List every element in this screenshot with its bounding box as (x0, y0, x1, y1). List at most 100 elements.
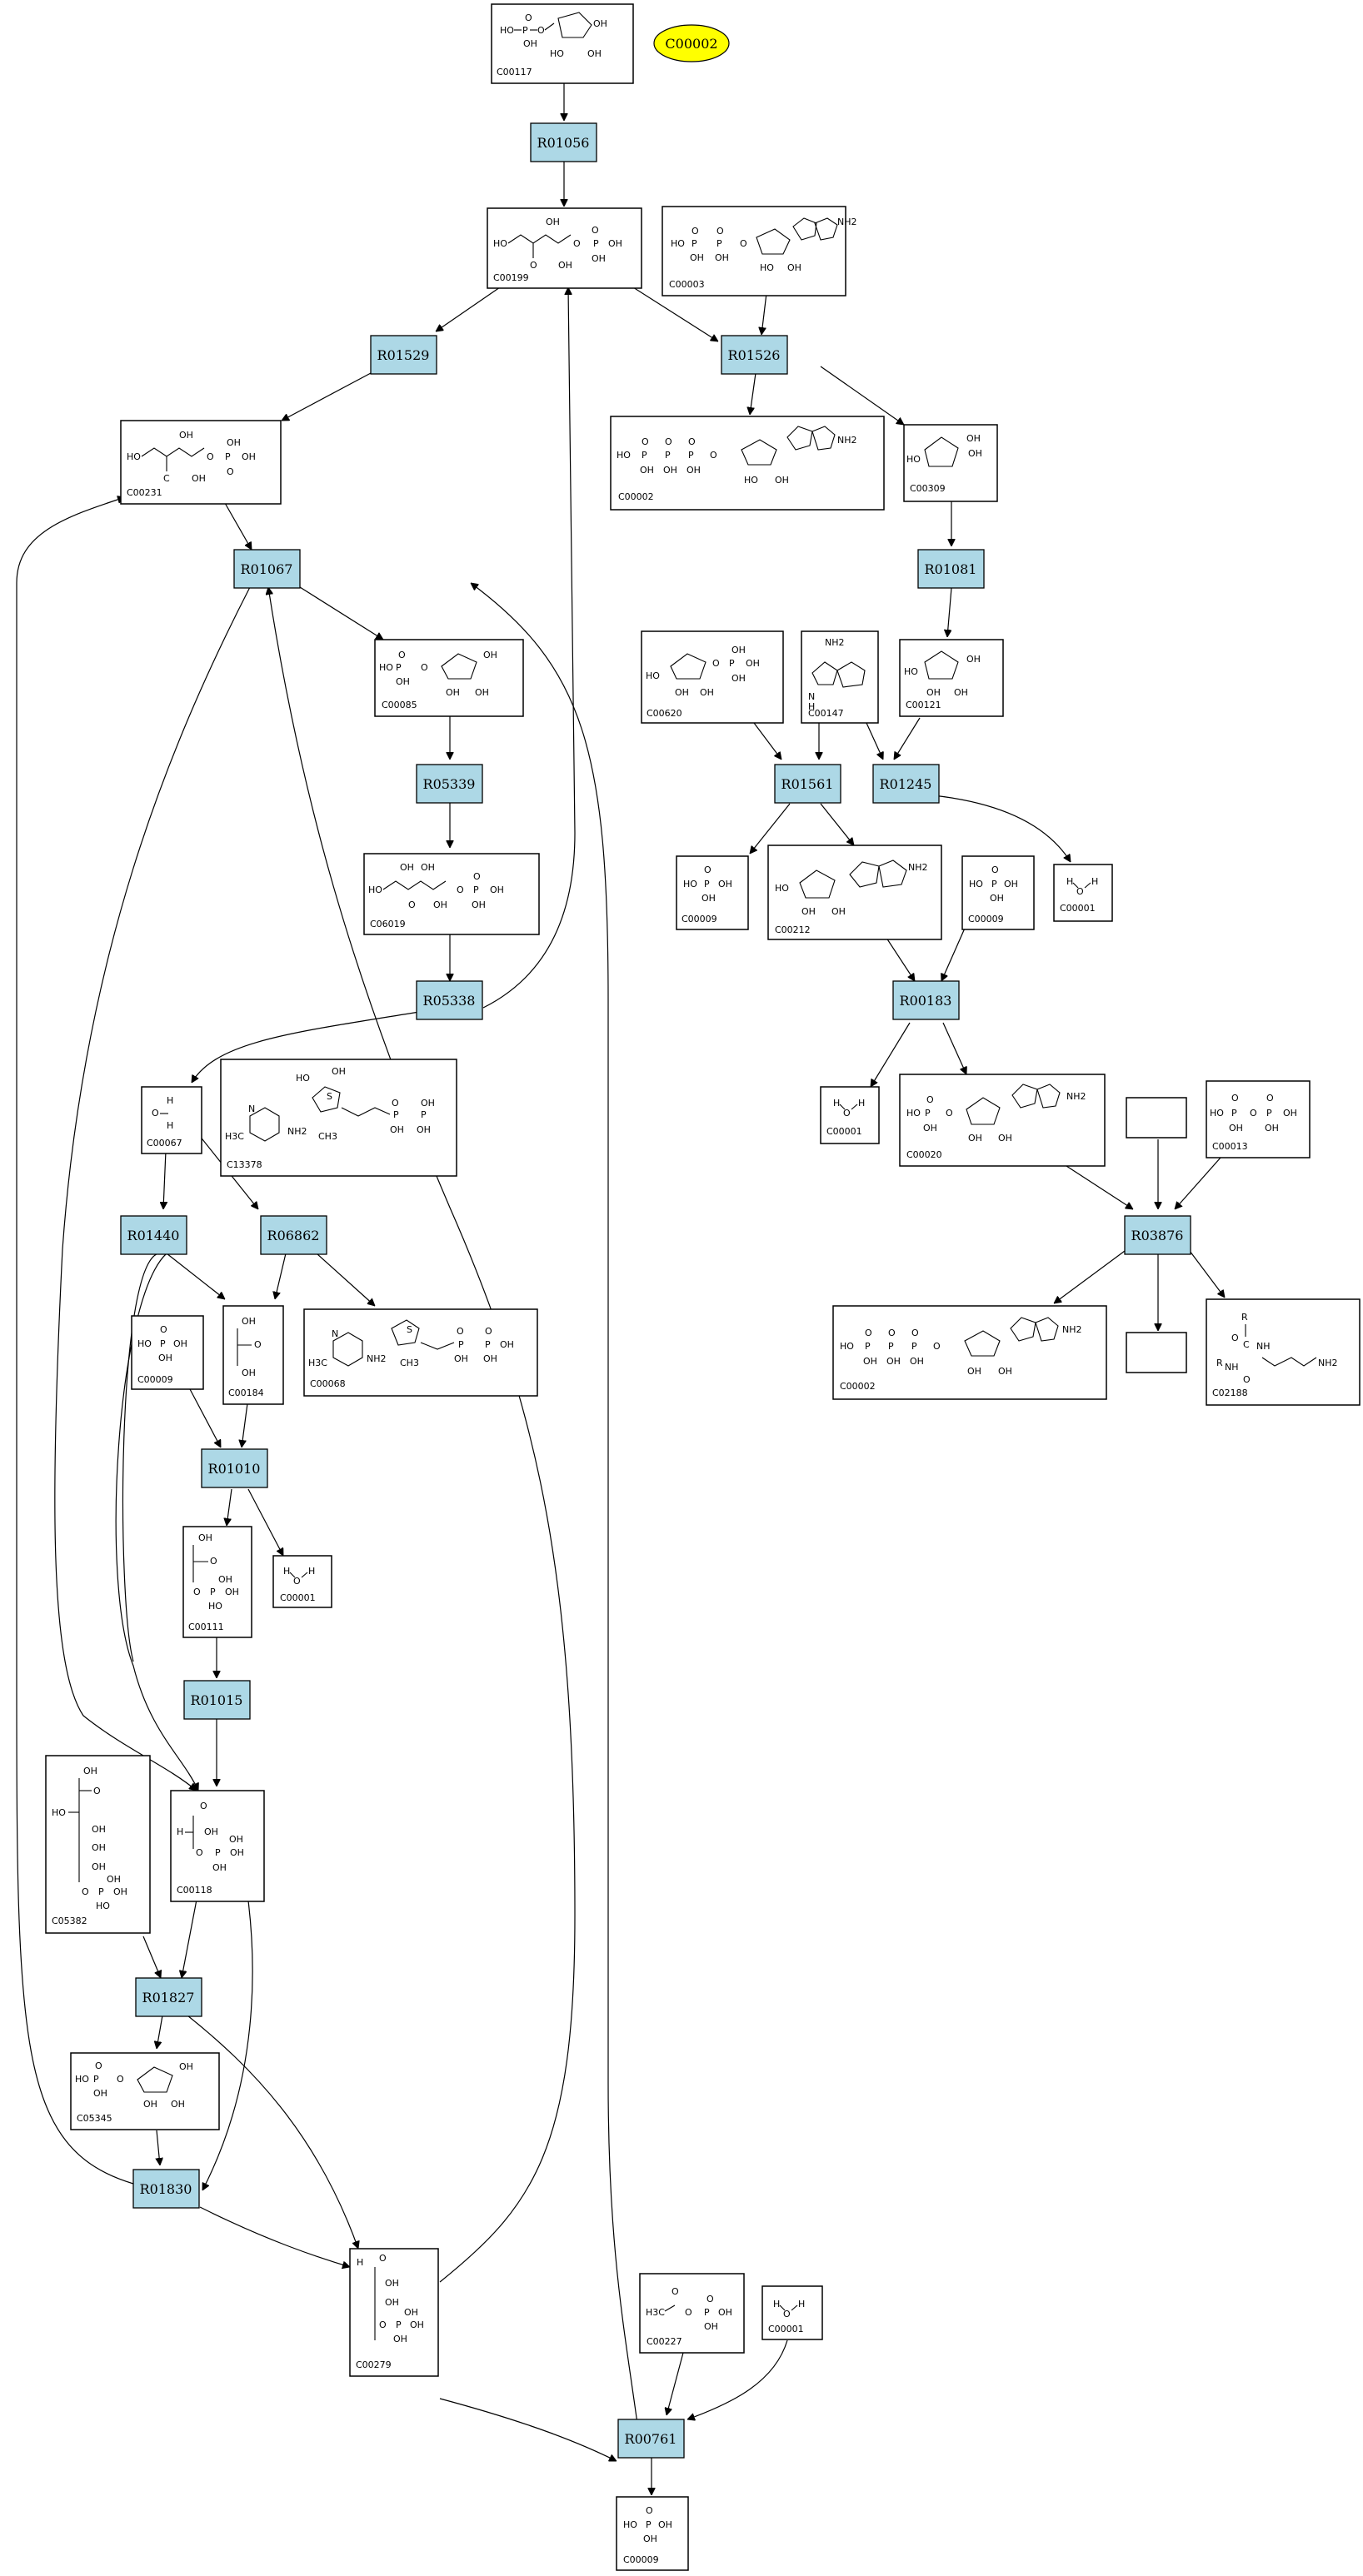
svg-text:O: O (926, 1094, 934, 1105)
svg-text:H: H (167, 1120, 173, 1131)
svg-text:H3C: H3C (646, 2307, 665, 2318)
reaction-R01529[interactable]: R01529 (370, 335, 437, 375)
map-tag[interactable]: C00002 (653, 24, 730, 62)
reaction-R01561[interactable]: R01561 (774, 764, 841, 804)
svg-text:O: O (525, 12, 532, 23)
svg-text:O: O (152, 1108, 159, 1119)
empty-node-upper[interactable] (1126, 1097, 1187, 1139)
structure-C00001b: HO H (833, 1098, 865, 1119)
svg-text:O: O (193, 1587, 201, 1597)
compound-C00001-water[interactable]: HO H C00001 (820, 1086, 880, 1144)
reaction-R05338[interactable]: R05338 (416, 980, 483, 1020)
reaction-R01056[interactable]: R01056 (530, 122, 597, 162)
reaction-R06862[interactable]: R06862 (260, 1215, 327, 1255)
reaction-R01010[interactable]: R01010 (201, 1448, 268, 1488)
svg-text:P: P (1266, 1108, 1272, 1119)
svg-text:O: O (888, 1328, 896, 1338)
reaction-R01830[interactable]: R01830 (132, 2169, 200, 2209)
reaction-R01440[interactable]: R01440 (120, 1215, 187, 1255)
svg-text:OH: OH (775, 475, 789, 486)
svg-text:O: O (1231, 1333, 1239, 1343)
compound-C00184[interactable]: OH O OH C00184 (222, 1305, 284, 1405)
empty-node-lower[interactable] (1126, 1332, 1187, 1373)
reaction-R01015[interactable]: R01015 (183, 1680, 251, 1720)
compound-C00001-water[interactable]: HO H C00001 (272, 1555, 332, 1608)
svg-text:OH: OH (801, 906, 816, 917)
reaction-R01067[interactable]: R01067 (233, 549, 301, 589)
reaction-R01245[interactable]: R01245 (872, 764, 940, 804)
svg-text:OH: OH (242, 1316, 256, 1327)
svg-text:HO: HO (96, 1901, 110, 1911)
reaction-R00761[interactable]: R00761 (617, 2419, 685, 2459)
svg-text:C00121: C00121 (906, 700, 941, 710)
svg-text:OH: OH (242, 1368, 256, 1378)
compound-C00067[interactable]: HO H C00067 (141, 1086, 202, 1154)
svg-text:H: H (773, 2299, 780, 2309)
reaction-R03876[interactable]: R03876 (1124, 1215, 1191, 1255)
svg-text:OH: OH (926, 687, 941, 698)
compound-C00147[interactable]: NH2 NH C00147 (801, 630, 879, 724)
svg-text:S: S (407, 1324, 412, 1335)
svg-text:OH: OH (718, 2307, 732, 2318)
reaction-R00183[interactable]: R00183 (892, 980, 960, 1020)
reaction-R01526[interactable]: R01526 (721, 335, 788, 375)
compound-C00001-water[interactable]: HO H C00001 (761, 2285, 823, 2340)
svg-text:OH: OH (83, 1766, 97, 1776)
reaction-R01827[interactable]: R01827 (135, 1977, 202, 2017)
svg-text:OH: OH (558, 260, 572, 271)
svg-text:C00003: C00003 (669, 279, 705, 290)
svg-text:O: O (911, 1328, 919, 1338)
svg-text:P: P (704, 879, 710, 889)
svg-text:H: H (1091, 876, 1098, 887)
svg-text:OH: OH (886, 1356, 901, 1367)
svg-text:OH: OH (204, 1826, 218, 1837)
svg-text:P: P (225, 451, 231, 462)
compound-C00001-water[interactable]: HO H C00001 (1053, 864, 1113, 922)
svg-text:OH: OH (1265, 1123, 1279, 1134)
svg-text:OH: OH (171, 2099, 185, 2110)
svg-text:R00183: R00183 (900, 993, 952, 1009)
svg-text:R01067: R01067 (241, 561, 293, 577)
svg-text:OH: OH (968, 1133, 982, 1144)
svg-text:O: O (665, 436, 672, 447)
svg-text:O: O (457, 884, 464, 895)
structure-C00184: OH O OH (237, 1316, 262, 1378)
svg-text:NH2: NH2 (1066, 1091, 1086, 1102)
reaction-R05339[interactable]: R05339 (416, 764, 483, 804)
reaction-R01081[interactable]: R01081 (917, 549, 985, 589)
